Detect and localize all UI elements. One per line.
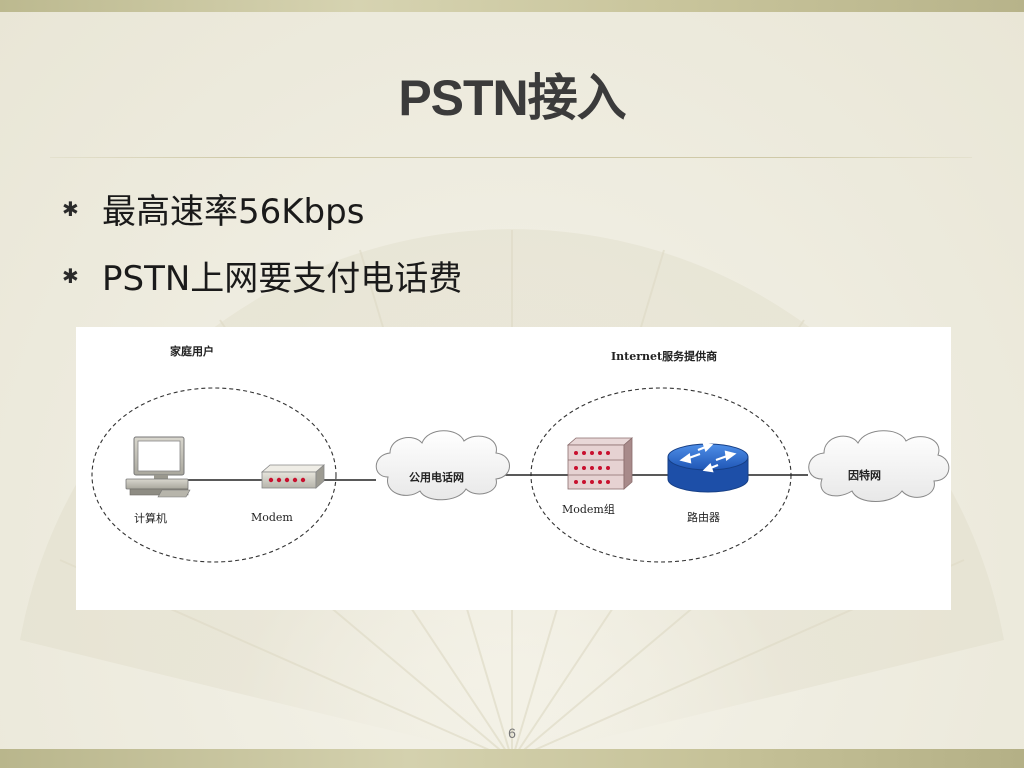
modem-group-icon	[566, 437, 634, 490]
router-label: 路由器	[687, 511, 720, 524]
top-decorative-band	[0, 0, 1024, 12]
modem-icon	[260, 464, 326, 489]
computer-icon	[125, 436, 191, 498]
home-user-boundary	[91, 387, 337, 563]
connection-lines	[186, 474, 808, 481]
home-user-label: 家庭用户	[170, 345, 214, 358]
bottom-decorative-band	[0, 749, 1024, 768]
bullet-text-phone-fee: PSTN上网要支付电话费	[102, 259, 463, 299]
pstn-cloud-icon	[375, 430, 510, 501]
bullet-text-max-speed: 最高速率56Kbps	[102, 192, 365, 232]
internet-cloud-icon	[808, 430, 950, 502]
pstn-cloud-label: 公用电话网	[409, 471, 464, 484]
slide-title: PSTN接入	[398, 70, 626, 126]
diagram-graphics	[91, 387, 950, 563]
modem-label: Modem	[251, 511, 293, 524]
asterisk-bullet-icon: ✱	[62, 264, 79, 288]
internet-cloud-label: 因特网	[848, 469, 881, 482]
page-number: 6	[508, 725, 516, 741]
pstn-access-diagram: 家庭用户 Internet服务提供商 计算机 Modem 公用电话网 Modem…	[76, 327, 951, 610]
asterisk-bullet-icon: ✱	[62, 197, 79, 221]
modem-group-label: Modem组	[562, 503, 615, 516]
router-icon	[667, 442, 749, 493]
isp-label: Internet服务提供商	[611, 350, 718, 363]
title-divider	[50, 157, 972, 158]
computer-label: 计算机	[134, 512, 167, 525]
